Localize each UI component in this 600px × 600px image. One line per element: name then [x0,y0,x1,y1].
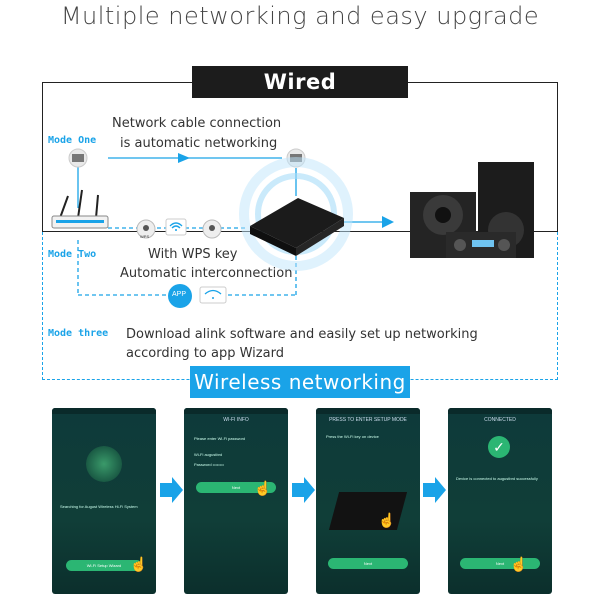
next-button[interactable]: Next [328,558,408,569]
wifi-password-field[interactable]: Password •••••••• [194,462,224,467]
mode-two-label: Mode Two [48,249,97,260]
hand-pointer-icon: ☝ [510,556,528,572]
mode-two-line2: Automatic interconnection [120,266,293,281]
wifi-ssid-field[interactable]: Wi-Fi augustbrd [194,452,223,457]
mode-two-line1: With WPS key [148,247,238,262]
next-button[interactable]: Next [196,482,276,493]
step-arrow-icon [160,477,183,503]
wifi-icon [165,218,187,236]
page-title: Multiple networking and easy upgrade [60,2,540,30]
phone-screen-connected: CONNECTED ✓ Device is connected to augus… [448,408,552,594]
mode-one-line2: is automatic networking [120,136,278,151]
wps-button-icon [202,219,222,239]
wps-text: WPS [140,234,150,239]
app-text: APP [172,291,187,298]
app-icon [168,284,192,308]
wired-networking-label: Wired networking [192,66,408,126]
router-icon [51,189,109,229]
wifi-icon [199,286,227,304]
mode-one-line1: Network cable connection [112,116,282,131]
ethernet-port-icon [68,148,88,168]
audio-receiver-box-icon [250,198,344,256]
hand-pointer-icon: ☝ [378,512,396,528]
hand-pointer-icon: ☝ [254,480,272,496]
phone-screen-wifi-info: WI-FI INFO Please enter Wi-Fi password W… [184,408,288,594]
mode-three-label: Mode three [48,328,109,339]
step-arrow-icon [292,477,315,503]
wireless-networking-label: Wireless networking [190,366,410,398]
wifi-setup-wizard-button[interactable]: Wi-Fi Setup Wizard [66,560,142,571]
next-button[interactable]: Next [460,558,540,569]
phone-screen-search: Searching for August Wireless Hi-Fi Syst… [52,408,156,594]
mode-one-label: Mode One [48,135,97,146]
hand-pointer-icon: ☝ [130,556,148,572]
radar-icon [86,446,122,482]
phone-screen-setup-mode: PRESS TO ENTER SETUP MODE Press the Wi-F… [316,408,420,594]
step-arrow-icon [423,477,446,503]
mode-three-line2: according to app Wizard [126,346,284,361]
mode-three-line1: Download alink software and easily set u… [126,327,478,342]
check-icon: ✓ [488,436,510,458]
speakers-icon [410,162,534,258]
wps-button-icon [136,219,156,239]
